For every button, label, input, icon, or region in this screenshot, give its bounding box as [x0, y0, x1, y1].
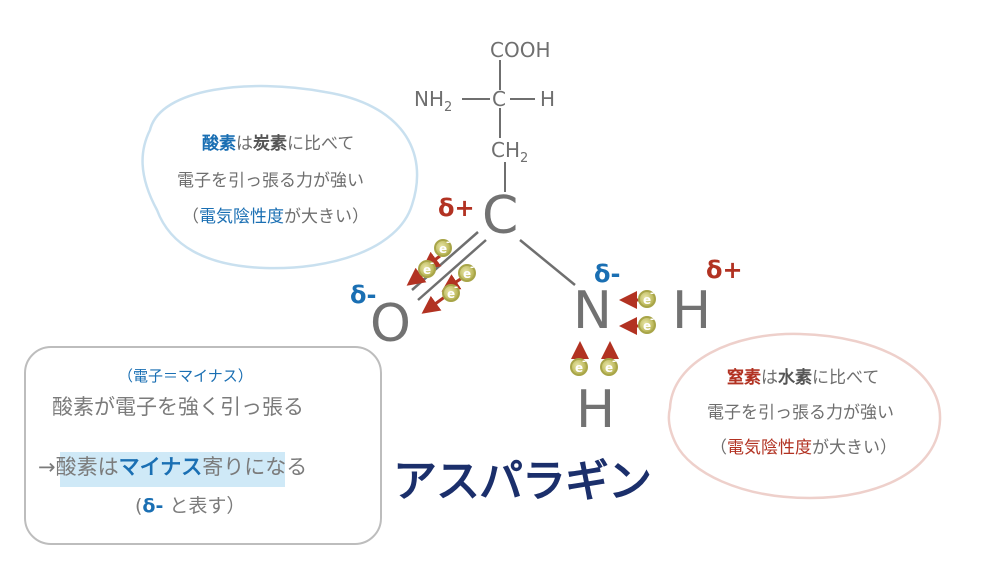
left-speech-bubble — [141, 84, 419, 270]
electron-icon: e- — [638, 288, 656, 308]
note-caption: （電子＝マイナス） — [118, 367, 253, 385]
carbon-delta-plus: δ+ — [438, 194, 475, 222]
oxygen-delta-minus: δ- — [350, 281, 377, 309]
electron-letter: e — [447, 287, 456, 301]
ch2-main: CH — [491, 138, 521, 162]
nh2-subscript: 2 — [444, 100, 453, 115]
electron-icon: e- — [600, 356, 618, 376]
electron-minus: - — [470, 262, 475, 273]
alpha-hydrogen-label: H — [540, 87, 556, 111]
paren-open: ( — [135, 495, 143, 517]
ch2-label: CH2 — [491, 140, 528, 165]
comparison-text: に比べて — [812, 368, 880, 388]
particle-text: は — [236, 134, 253, 154]
note-line2: →酸素はマイナス寄りになる — [38, 457, 307, 478]
hydrogen-bottom-atom: H — [576, 380, 616, 440]
right-bubble-line3: （電気陰性度が大きい） — [710, 440, 897, 457]
delta-minus-term: δ- — [142, 495, 164, 517]
left-bubble-line3: （電気陰性度が大きい） — [182, 209, 369, 226]
electron-minus: - — [454, 282, 459, 293]
nitrogen-term: 窒素 — [727, 368, 761, 388]
electron-icon: e- — [638, 314, 656, 334]
nitrogen-atom: N — [573, 281, 612, 341]
oxygen-atom: O — [370, 294, 411, 354]
note-line1: 酸素が電子を強く引っ張る — [52, 395, 304, 419]
left-bubble-line1: 酸素は炭素に比べて — [202, 136, 354, 153]
cooh-label: COOH — [490, 38, 551, 62]
nitrogen-electron-arrows-right — [619, 291, 640, 335]
nitrogen-delta-minus: δ- — [594, 260, 621, 288]
alpha-carbon-label: C — [492, 87, 506, 111]
electronegativity-term: 電気陰性度 — [199, 207, 284, 227]
paren-open: （ — [710, 438, 727, 458]
hydrogen-term: 水素 — [778, 368, 812, 388]
paren-open: （ — [182, 207, 199, 227]
electron-icon: e- — [418, 258, 436, 278]
electron-minus: - — [582, 356, 587, 367]
minus-term: マイナス — [118, 455, 203, 479]
electronegativity-term: 電気陰性度 — [727, 438, 812, 458]
nh2-main: NH — [414, 87, 444, 111]
electron-icon: e- — [570, 356, 588, 376]
electron-minus: - — [650, 288, 655, 299]
note-line3: (δ- と表す） — [135, 497, 245, 516]
right-bubble-line1: 窒素は水素に比べて — [727, 370, 879, 387]
carbon-atom: C — [482, 186, 519, 246]
electron-icon: e- — [458, 262, 476, 282]
left-bubble-line2: 電子を引っ張る力が強い — [177, 171, 364, 191]
electron-letter: e — [423, 263, 432, 277]
toward-text: 寄り — [202, 455, 245, 479]
skeleton-bonds — [462, 60, 535, 192]
right-bubble-line2: 電子を引っ張る力が強い — [707, 403, 894, 423]
nh2-label: NH2 — [414, 89, 452, 114]
nitrogen-electron-arrows-bottom — [571, 341, 619, 360]
note-box-frame — [24, 346, 382, 545]
electron-icon: e- — [434, 237, 452, 257]
paren-rest: が大きい） — [284, 207, 369, 227]
oxygen-term: 酸素 — [202, 134, 236, 154]
electron-minus: - — [446, 237, 451, 248]
electron-letter: e — [643, 293, 652, 307]
particle-text: は — [761, 368, 778, 388]
carbon-term: 炭素 — [253, 134, 287, 154]
arrow-oxygen-text: →酸素は — [38, 455, 119, 479]
minus-highlight — [60, 452, 285, 487]
electron-minus: - — [430, 258, 435, 269]
ch2-subscript: 2 — [520, 151, 529, 166]
electron-letter: e — [463, 267, 472, 281]
hydrogen-right-atom: H — [672, 281, 712, 341]
electron-minus: - — [650, 314, 655, 325]
right-speech-bubble — [667, 332, 942, 500]
page-title: アスパラギン — [393, 456, 652, 507]
hydrogen-delta-plus: δ+ — [706, 256, 743, 284]
carbon-nitrogen-bond — [519, 239, 576, 286]
electron-minus: - — [612, 356, 617, 367]
electron-letter: e — [643, 319, 652, 333]
electron-letter: e — [605, 361, 614, 375]
electron-icon: e- — [442, 282, 460, 302]
become-text: になる — [244, 455, 308, 479]
comparison-text: に比べて — [287, 134, 355, 154]
paren-rest: が大きい） — [812, 438, 897, 458]
expression-text: と表す） — [163, 495, 246, 517]
electron-letter: e — [575, 361, 584, 375]
electron-letter: e — [439, 242, 448, 256]
